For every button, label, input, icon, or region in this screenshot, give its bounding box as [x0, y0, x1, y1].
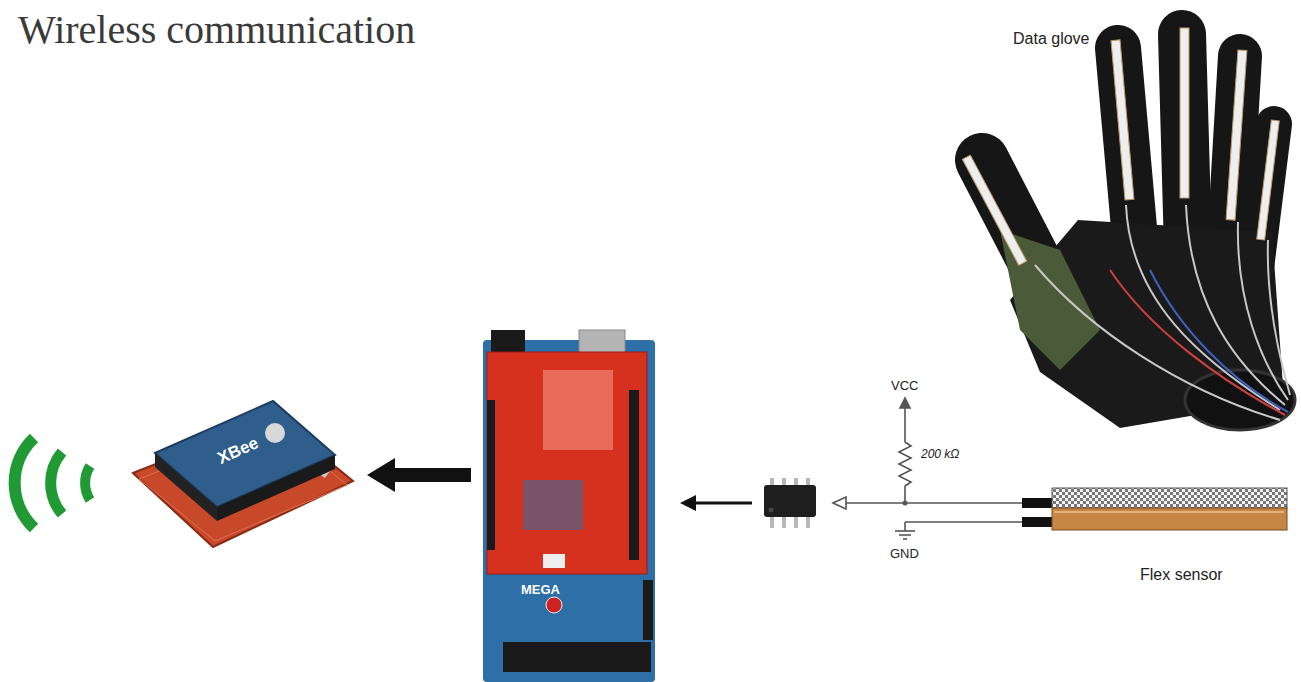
diagram-title: Wireless communication — [18, 6, 415, 53]
xbee-module: XBee — [125, 395, 357, 555]
wave-arc — [15, 438, 34, 528]
chip-notch — [769, 508, 774, 513]
xbee-module-illustration-part — [265, 423, 285, 443]
arduino-board-illustration-part — [503, 642, 651, 672]
bend-sensor-strip — [1111, 40, 1134, 200]
ground-symbol — [895, 530, 915, 532]
board-label: MEGA — [521, 582, 560, 597]
bend-sensor-strip — [962, 155, 1026, 265]
glove-wire — [1186, 205, 1285, 405]
resistor-symbol — [899, 442, 911, 486]
xbee-module-illustration — [125, 395, 357, 555]
glove-wire — [1035, 265, 1280, 420]
glove-wire — [1268, 240, 1290, 395]
wave-arc — [85, 466, 90, 500]
chip-body — [764, 485, 816, 517]
bend-sensor-strip — [1226, 50, 1247, 220]
sensor-label: Flex sensor — [1140, 566, 1223, 584]
arduino-board-illustration-part — [629, 390, 639, 560]
sensor-terminal — [1022, 517, 1054, 527]
arduino-board-illustration-part — [546, 597, 562, 613]
bend-sensor-strip — [1180, 28, 1189, 198]
arrow-shaft — [393, 468, 471, 482]
arduino-board-illustration-part — [487, 352, 647, 574]
input-triangle — [833, 497, 846, 509]
bend-sensor-strip — [1257, 120, 1280, 240]
glove-wires — [1035, 205, 1290, 420]
pin-name: VCC — [891, 378, 918, 393]
arduino-board-illustration-part — [523, 480, 583, 530]
divider-circuit — [833, 398, 1024, 539]
arrow-shaft — [694, 502, 752, 505]
sensor-terminal — [1022, 498, 1054, 508]
ground-symbol — [899, 534, 911, 536]
bend-sensors — [962, 28, 1279, 265]
ground-symbol — [903, 538, 907, 540]
chip-pin — [806, 516, 810, 528]
arduino-board-illustration-part — [483, 340, 655, 682]
arduino-board-illustration-part — [543, 554, 565, 568]
chip-pin — [770, 478, 774, 486]
data-glove — [962, 28, 1295, 430]
resistor-value: 200 kΩ — [921, 447, 959, 461]
chip-pin — [794, 516, 798, 528]
ground-lead — [904, 522, 906, 531]
chip-pin — [794, 478, 798, 486]
glove-label: Data glove — [1013, 30, 1090, 48]
connector-arrow — [367, 458, 471, 492]
chip-pin — [782, 516, 786, 528]
arduino-board-illustration-part — [643, 580, 653, 640]
vcc-wire — [904, 406, 906, 442]
arduino-board: MEGA — [483, 330, 655, 682]
arduino-board-illustration-part — [487, 400, 495, 550]
wave-arc — [51, 452, 62, 514]
chip-pin — [770, 516, 774, 528]
sensor-ink-strip — [1052, 488, 1287, 508]
resistor-lead — [904, 486, 906, 503]
signal-wire — [846, 502, 1024, 504]
ground-wire — [905, 521, 1024, 523]
chip-pin — [806, 478, 810, 486]
sensor-substrate — [1052, 508, 1287, 530]
junction-dot — [903, 501, 908, 506]
arduino-board-illustration — [483, 330, 655, 682]
dip-chip — [764, 478, 816, 528]
glove-wire — [1238, 222, 1288, 400]
pin-name: GND — [890, 546, 919, 561]
xbee-module-illustration-part — [217, 455, 335, 521]
xbee-module-illustration-part — [155, 401, 335, 507]
sensor-highlight — [1054, 511, 1284, 513]
vcc-arrow — [900, 398, 910, 408]
arrow-head — [680, 495, 696, 511]
xbee-module-illustration-part — [155, 453, 217, 521]
signal-arrow — [680, 495, 752, 511]
arduino-board-illustration-part — [543, 370, 613, 450]
glove-wire — [1150, 270, 1288, 412]
wireless-waves — [15, 438, 90, 528]
flex-sensor — [1022, 488, 1287, 530]
chip-pin — [782, 478, 786, 486]
arrow-head — [367, 458, 395, 492]
